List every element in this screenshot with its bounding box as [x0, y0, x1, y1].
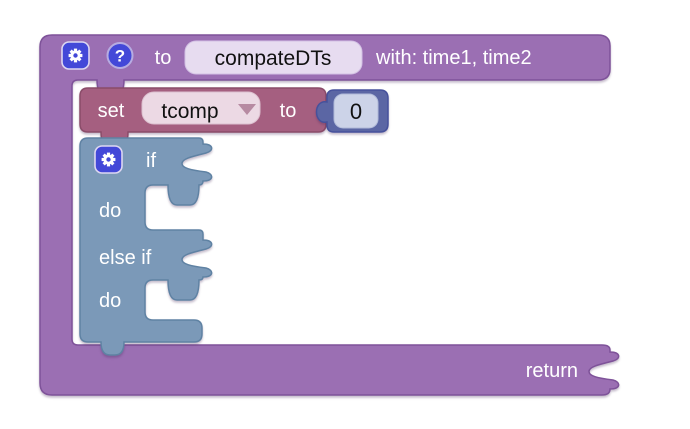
help-icon[interactable]: ? — [106, 42, 134, 69]
to-label: to — [155, 47, 172, 69]
params-label: with: time1, time2 — [375, 47, 532, 69]
else-if-label: else if — [99, 247, 152, 269]
set-to-label: to — [280, 100, 297, 122]
number-field-value[interactable]: 0 — [350, 99, 362, 124]
help-icon-glyph: ? — [115, 47, 125, 66]
procedure-name-field[interactable] — [184, 40, 363, 75]
dropdown-arrow-icon[interactable] — [238, 104, 256, 115]
return-label: return — [526, 360, 578, 382]
do-label: do — [99, 200, 121, 222]
variable-dropdown-value[interactable]: tcomp — [161, 100, 218, 123]
procedure-name-text[interactable]: compateDTs — [215, 47, 332, 70]
number-field[interactable] — [333, 93, 379, 129]
set-label: set — [98, 100, 125, 122]
if-mutator-gear-icon[interactable] — [94, 145, 123, 174]
procedure-block[interactable] — [39, 34, 620, 396]
variable-dropdown[interactable]: tcomp — [141, 91, 261, 125]
procedure-mutator-gear-icon[interactable] — [61, 41, 90, 70]
if-label: if — [146, 150, 156, 172]
do-label-2: do — [99, 290, 121, 312]
if-block[interactable] — [79, 137, 213, 356]
